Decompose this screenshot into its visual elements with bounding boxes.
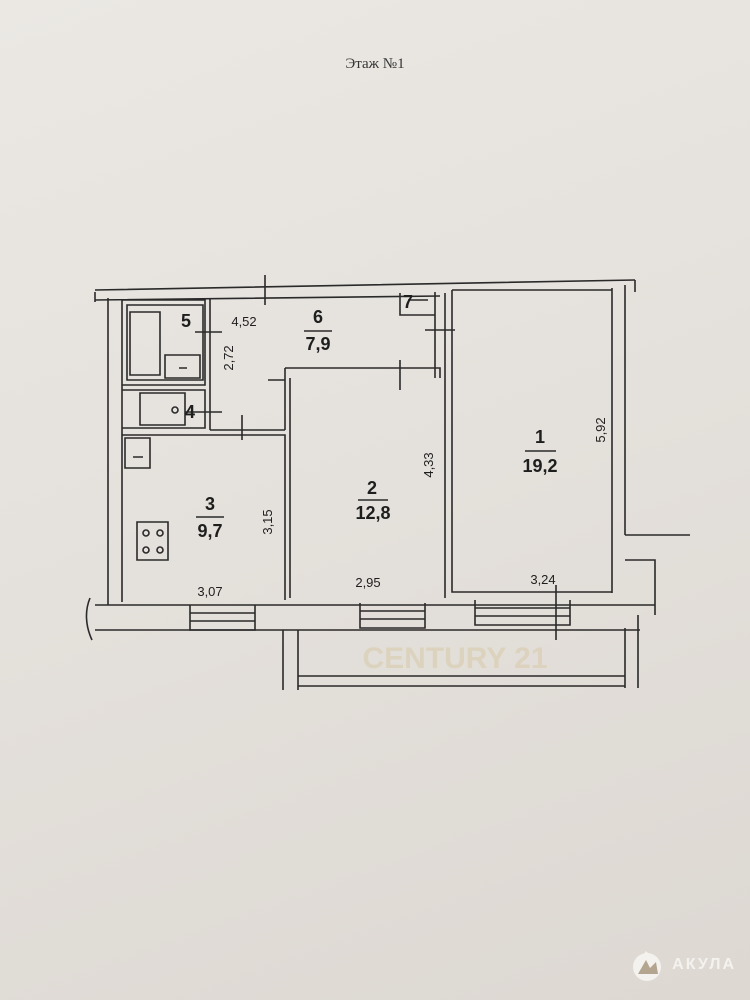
room-4-number: 4 <box>185 402 195 422</box>
dim-3-15: 3,15 <box>260 509 275 534</box>
dim-2-95: 2,95 <box>355 575 380 590</box>
walls <box>85 275 690 690</box>
room-7-number: 7 <box>403 292 413 312</box>
dim-2-72: 2,72 <box>221 345 236 370</box>
room-3-number: 3 <box>205 494 215 514</box>
dim-4-52: 4,52 <box>231 314 256 329</box>
shark-icon <box>633 951 662 981</box>
dim-3-07: 3,07 <box>197 584 222 599</box>
room-6-area: 7,9 <box>305 334 330 354</box>
dim-3-24: 3,24 <box>530 572 555 587</box>
akula-logo: АКУЛА <box>630 948 736 982</box>
watermark: CENTURY 21 <box>362 642 547 675</box>
room-3-area: 9,7 <box>197 521 222 541</box>
room-6-number: 6 <box>313 307 323 327</box>
room-1-number: 1 <box>535 427 545 447</box>
logo-text: АКУЛА <box>672 956 736 973</box>
dim-5-92: 5,92 <box>593 417 608 442</box>
floor-title: Этаж №1 <box>345 56 404 72</box>
room-2-number: 2 <box>367 478 377 498</box>
room-5-number: 5 <box>181 311 191 331</box>
room-2-area: 12,8 <box>355 503 390 523</box>
dim-4-33: 4,33 <box>421 452 436 477</box>
room-1-area: 19,2 <box>522 456 557 476</box>
